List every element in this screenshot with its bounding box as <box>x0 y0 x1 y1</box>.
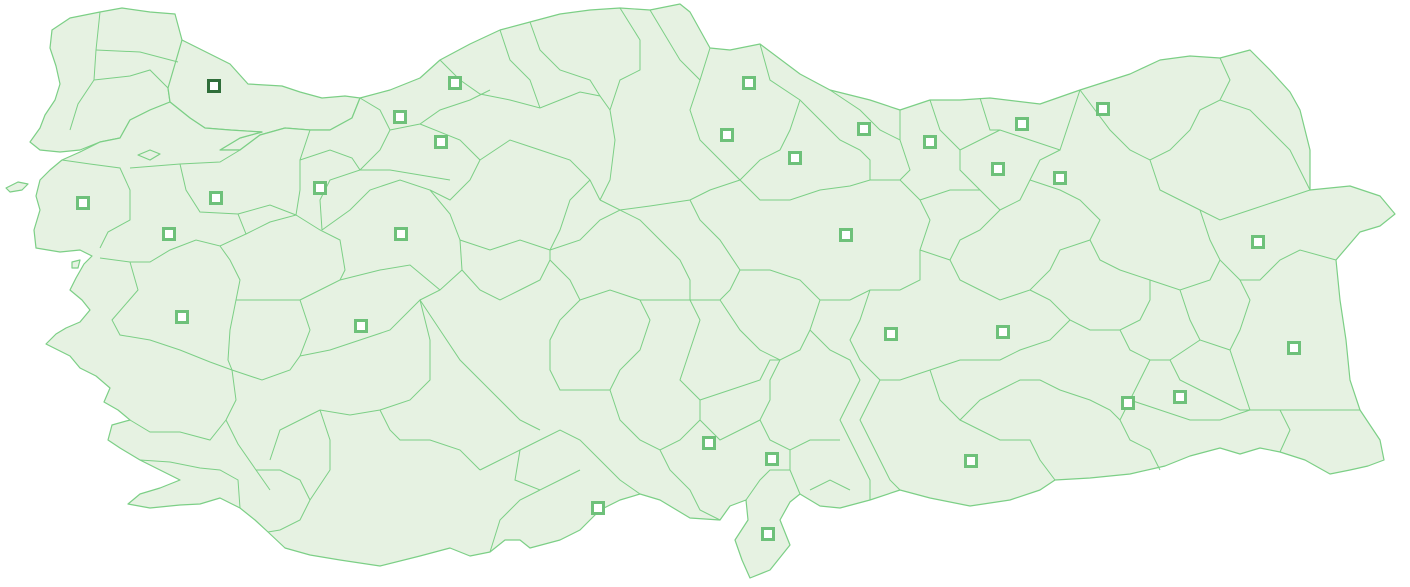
province-borders <box>61 7 1360 553</box>
province-marker[interactable] <box>839 228 853 242</box>
province-marker[interactable] <box>354 319 368 333</box>
province-marker[interactable] <box>448 76 462 90</box>
province-marker[interactable] <box>923 135 937 149</box>
province-marker[interactable] <box>720 128 734 142</box>
anatolia-mainland <box>33 3 1396 579</box>
province-marker[interactable] <box>702 436 716 450</box>
landmass <box>5 3 1396 579</box>
province-marker[interactable] <box>765 452 779 466</box>
island-small-1 <box>71 259 81 269</box>
province-marker[interactable] <box>857 122 871 136</box>
province-marker[interactable] <box>1015 117 1029 131</box>
province-marker[interactable] <box>1173 390 1187 404</box>
province-marker[interactable] <box>788 151 802 165</box>
province-marker[interactable] <box>76 196 90 210</box>
province-marker[interactable] <box>175 310 189 324</box>
province-marker[interactable] <box>742 76 756 90</box>
island-marmara <box>137 149 161 161</box>
province-markers <box>76 76 1301 541</box>
province-marker[interactable] <box>1251 235 1265 249</box>
province-marker-selected[interactable] <box>207 79 221 93</box>
province-marker[interactable] <box>991 162 1005 176</box>
province-marker[interactable] <box>162 227 176 241</box>
province-marker[interactable] <box>394 227 408 241</box>
province-marker[interactable] <box>434 135 448 149</box>
province-marker[interactable] <box>209 191 223 205</box>
province-marker[interactable] <box>1053 171 1067 185</box>
province-marker[interactable] <box>1287 341 1301 355</box>
province-marker[interactable] <box>996 325 1010 339</box>
province-marker[interactable] <box>393 110 407 124</box>
province-marker[interactable] <box>761 527 775 541</box>
island-gokceada <box>5 181 29 193</box>
province-marker[interactable] <box>884 327 898 341</box>
province-marker[interactable] <box>964 454 978 468</box>
province-marker[interactable] <box>313 181 327 195</box>
province-marker[interactable] <box>1096 102 1110 116</box>
province-marker[interactable] <box>1121 396 1135 410</box>
province-marker[interactable] <box>591 501 605 515</box>
